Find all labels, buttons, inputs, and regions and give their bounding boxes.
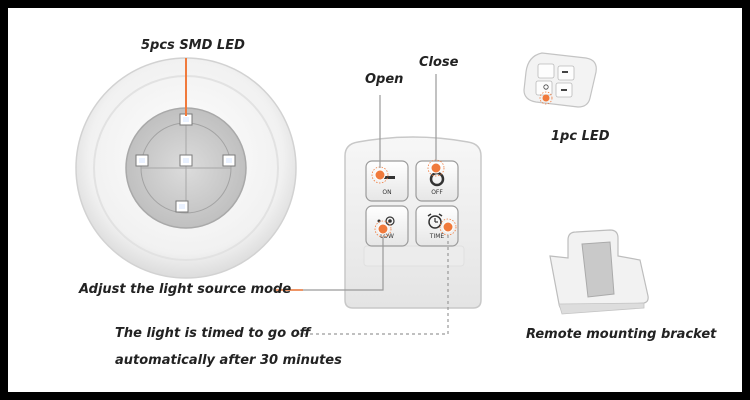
small-remote	[523, 52, 597, 108]
timer-label-line2: automatically after 30 minutes	[115, 353, 342, 368]
product-illustration: ON OFF LOW TIME	[75, 52, 649, 335]
pointer-lines	[276, 74, 449, 335]
off-button-text: OFF	[431, 189, 443, 196]
smd-led-label: 5pcs SMD LED	[141, 38, 245, 53]
time-button-text: TIME	[429, 233, 445, 240]
bracket-label: Remote mounting bracket	[526, 327, 717, 342]
open-label: Open	[365, 72, 404, 87]
mounting-bracket	[549, 229, 649, 315]
off-button	[415, 160, 459, 202]
adjust-mode-label: Adjust the light source mode	[79, 282, 292, 297]
close-label: Close	[419, 55, 459, 70]
timer-label-line1: The light is timed to go off	[115, 326, 311, 341]
product-panel: ON OFF LOW TIME	[8, 8, 742, 392]
low-button-text: LOW	[380, 233, 394, 240]
on-button-text: ON	[382, 189, 391, 196]
one-led-label: 1pc LED	[551, 129, 610, 144]
remote-control	[344, 136, 482, 309]
puck-light	[75, 57, 297, 279]
